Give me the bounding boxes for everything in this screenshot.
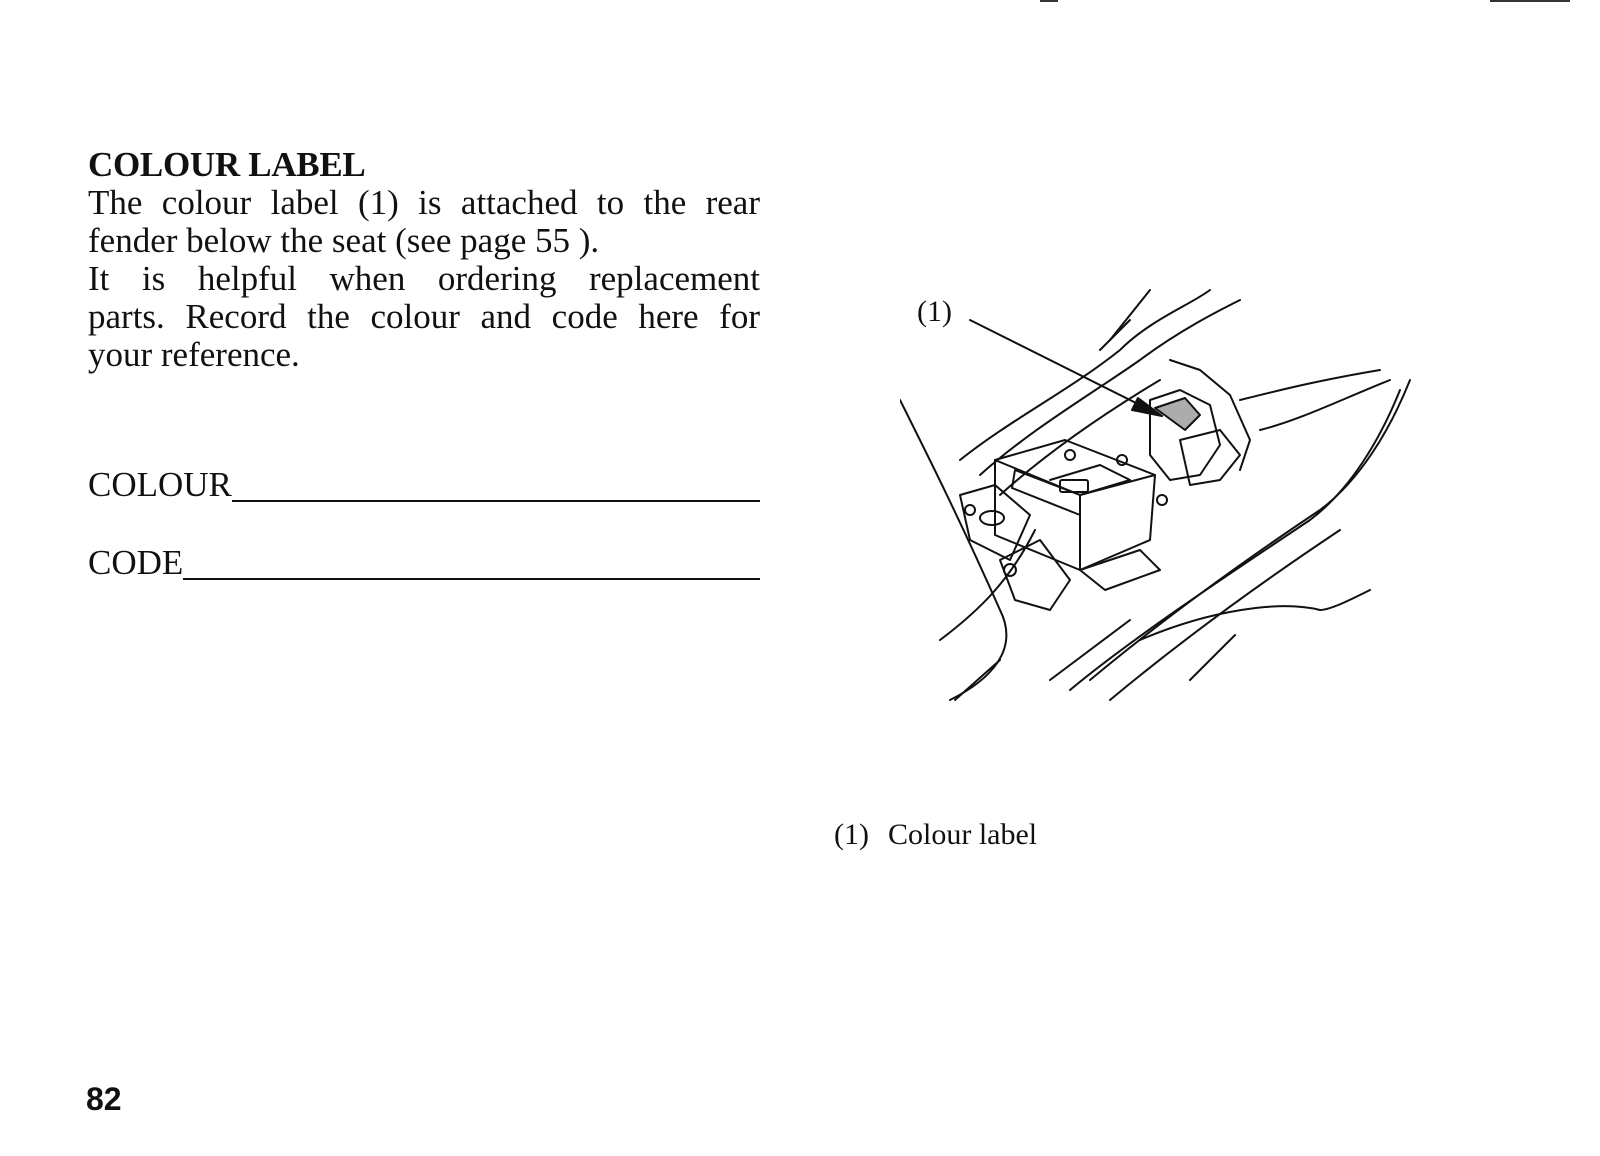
figure-callout: (1) (917, 295, 952, 328)
mounting-bolts (999, 539, 1161, 611)
section-heading: COLOUR LABEL (88, 145, 366, 184)
caption-text: Colour label (888, 818, 1038, 851)
colour-field-label: COLOUR (88, 465, 232, 504)
label-area (1064, 359, 1251, 506)
code-field: CODE (88, 538, 760, 582)
body-line: It is helpful when ordering replacement (88, 259, 760, 298)
scan-edge-mark (1040, 0, 1058, 2)
body-line: The colour label (1) is attached to the … (88, 183, 760, 222)
colour-field: COLOUR (88, 460, 760, 504)
upper-fender-contours (959, 289, 1391, 496)
caption-number: (1) (834, 818, 869, 851)
body-line: fender below the seat (see page 55 ). (88, 221, 600, 260)
outer-fender-contours (900, 379, 1411, 701)
callout-leader-line (969, 319, 1163, 417)
rear-fender-illustration (900, 289, 1411, 701)
body-line: your reference. (88, 335, 300, 374)
battery-box (959, 439, 1156, 571)
scan-edge-mark (1490, 0, 1570, 2)
figure-caption: (1) Colour label (834, 818, 1037, 852)
page-number: 82 (86, 1081, 122, 1117)
code-field-label: CODE (88, 543, 184, 582)
body-line: parts. Record the colour and code here f… (88, 297, 760, 336)
text-column: COLOUR LABEL The colour label (1) is att… (88, 146, 760, 374)
code-blank-line (183, 578, 760, 580)
section-body: The colour label (1) is attached to the … (88, 184, 760, 374)
colour-blank-line (231, 500, 760, 502)
